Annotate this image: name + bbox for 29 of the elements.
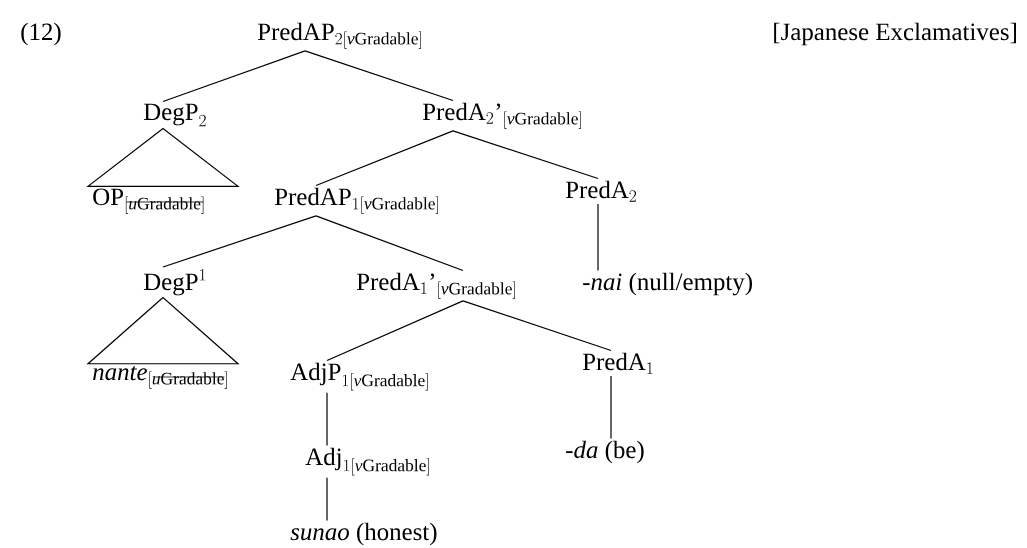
- branch-line: [162, 215, 317, 268]
- tree-label: $\mathrm{OP}_{[\mathit{u}\mathrm{Gradable}]}$: [93, 188, 204, 214]
- tree-label: $\mathit{nante}_{[\mathit{u}\mathrm{Gradable}]}$: [93, 366, 227, 389]
- tree-label: $\mathrm{PredAP}_{2[\mathit{v}\mathrm{Gradable}]}$: [257, 22, 421, 49]
- branch-line: [315, 215, 464, 272]
- tree-label: -da (be): [566, 440, 644, 464]
- tree-label: $\mathrm{AdjP}_{1[\mathit{v}\mathrm{Gradable}]}$: [290, 362, 428, 391]
- branch-line: [326, 300, 464, 362]
- example-label: [Japanese Exclamatives]: [774, 22, 1016, 46]
- tree-label: $\mathrm{PredA}_{1}\mathrm{’}_{[\mathit{v}\mathrm{Gradable}]}$: [356, 272, 515, 299]
- branch-line: [162, 50, 306, 103]
- branch-line: [462, 300, 612, 352]
- branch-line: [326, 477, 328, 522]
- branch-line: [304, 50, 454, 102]
- branch-line: [315, 130, 454, 187]
- branch-line: [452, 130, 599, 180]
- branch-line: [610, 375, 612, 440]
- tree-label: $\mathrm{PredAP}_{1[\mathit{v}\mathrm{Gradable}]}$: [274, 187, 438, 214]
- branch-line: [326, 392, 328, 447]
- tree-label: sunao (honest): [290, 522, 437, 546]
- tree-label: $\mathrm{PredA}_{2}$: [565, 180, 637, 202]
- tree-label: $\mathrm{Adj}_{1[\mathit{v}\mathrm{Gradable}]}$: [305, 447, 429, 476]
- tree-label: $\mathrm{PredA}_{1}$: [582, 352, 653, 374]
- example-label: (12): [21, 22, 61, 46]
- tree-label: $\mathrm{DegP}_{2}$: [143, 103, 206, 127]
- tree-label: $\mathrm{DegP}^{1}$: [143, 268, 206, 296]
- tree-label: $\mathrm{PredA}_{2}\mathrm{’}_{[\mathit{v}\mathrm{Gradable}]}$: [422, 102, 581, 129]
- branch-line: [597, 203, 599, 272]
- tree-label: -nai (null/empty): [583, 272, 752, 296]
